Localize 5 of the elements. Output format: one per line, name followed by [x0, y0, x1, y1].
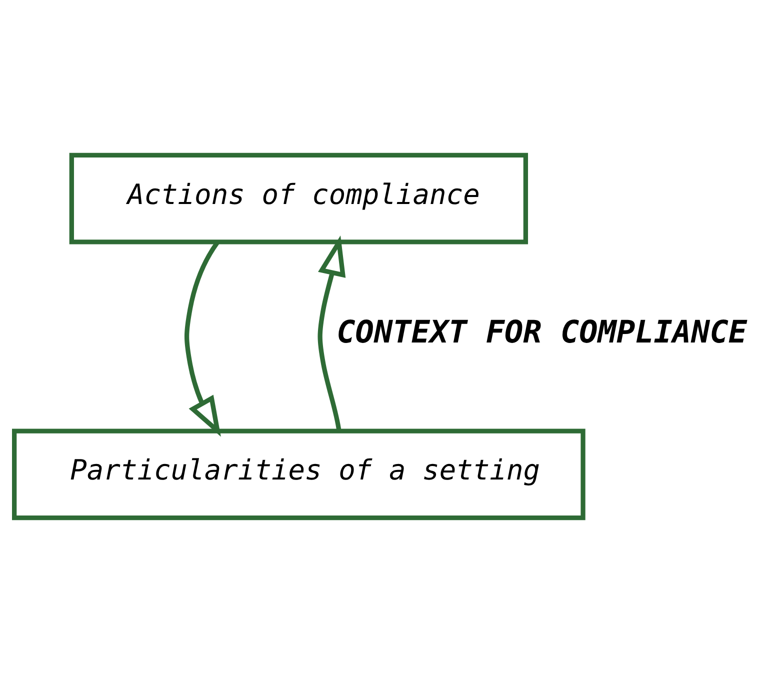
label: CONTEXT FOR COMPLIANCE [336, 314, 748, 351]
arrow [318, 235, 346, 431]
arrow [184, 241, 221, 437]
node-box: Actions of compliance [69, 152, 528, 244]
node-box: Particularities of a setting [12, 428, 586, 520]
